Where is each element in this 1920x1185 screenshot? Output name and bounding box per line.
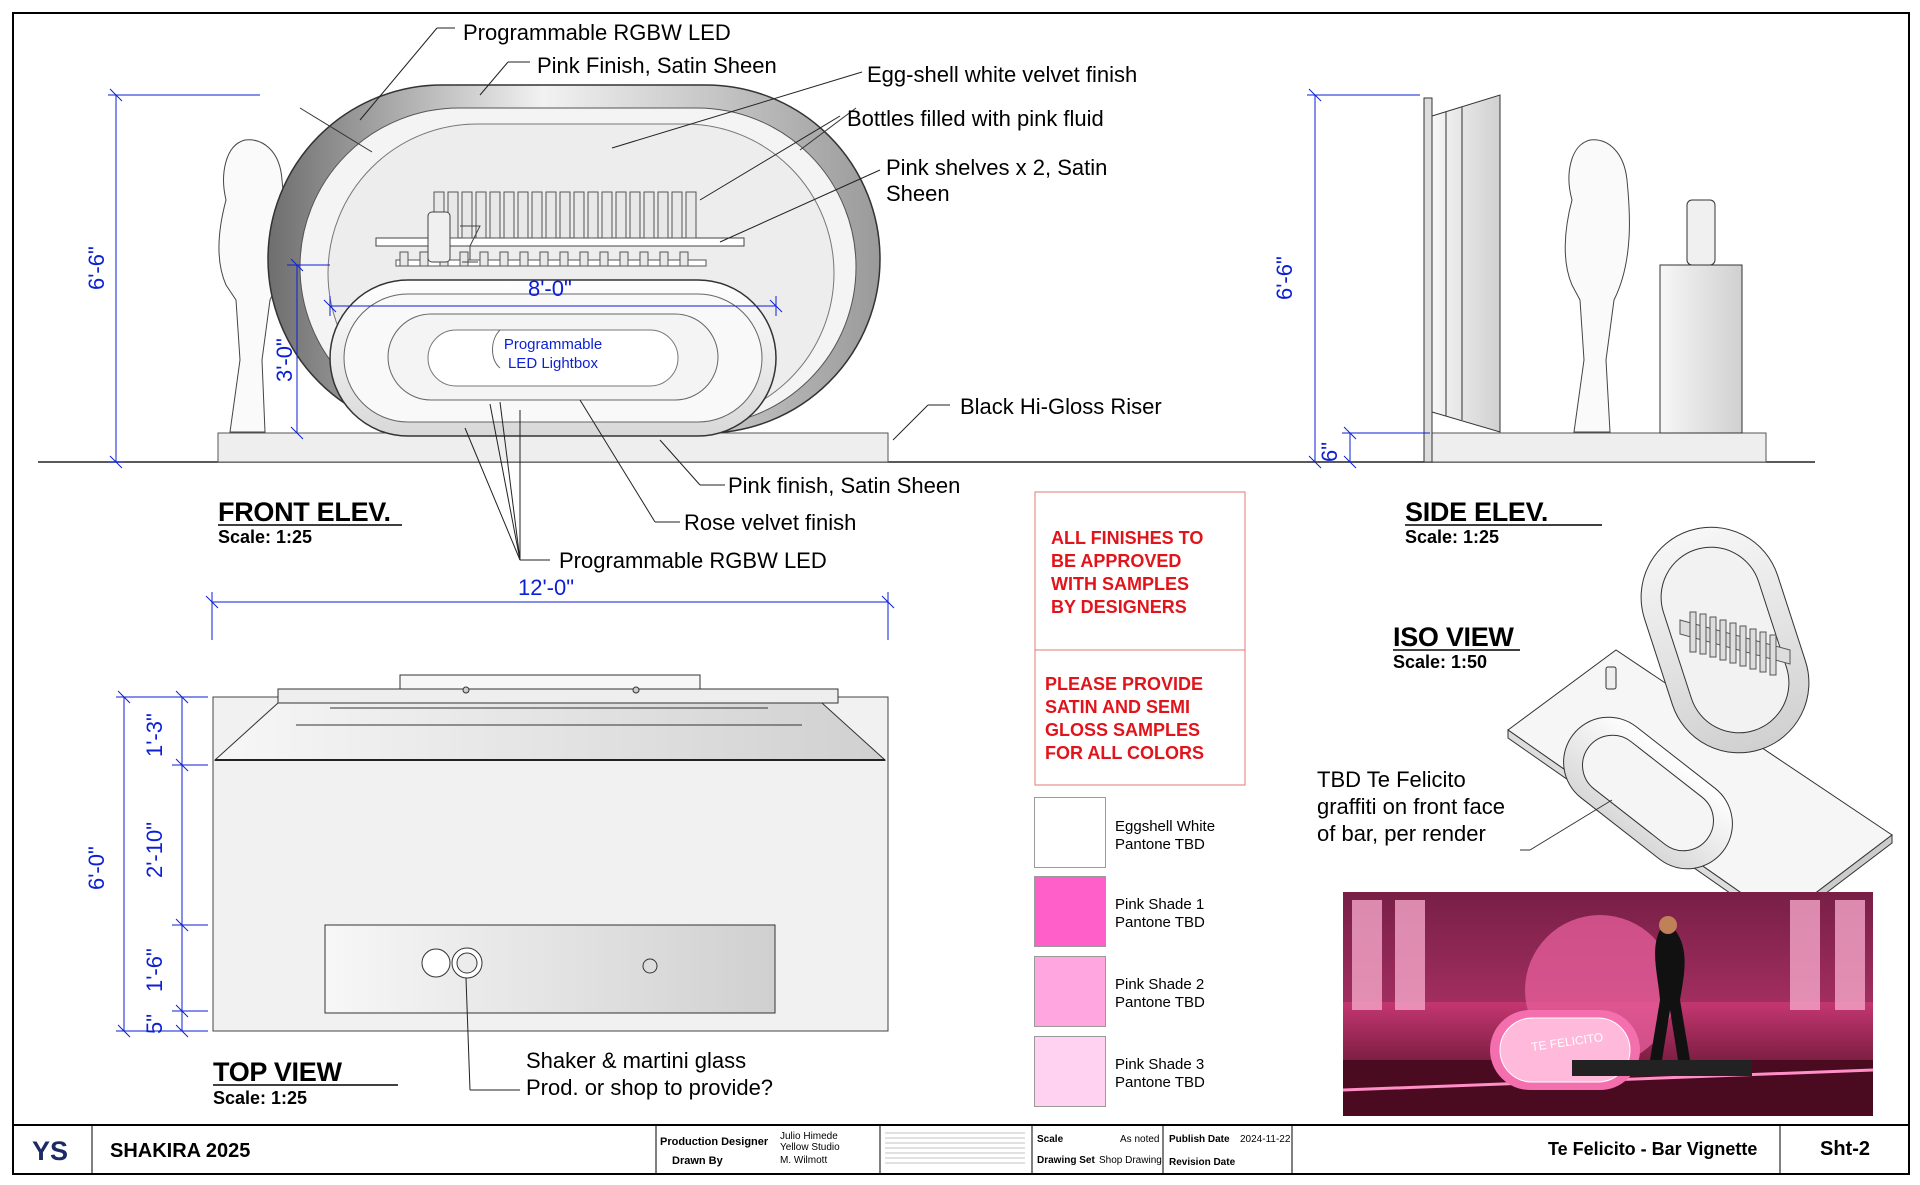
sheet-title: Te Felicito - Bar Vignette (1548, 1139, 1758, 1159)
swatch-eggshell-white (1034, 797, 1106, 868)
iso-view-scale: Scale: 1:50 (1393, 652, 1488, 672)
publish-date-label: Publish Date (1169, 1134, 1230, 1145)
sheet-number: Sht-2 (1820, 1138, 1870, 1160)
production-designer-name: Julio Himede (780, 1131, 838, 1142)
dim-side-height: 6'-6" (1272, 256, 1297, 300)
dim-top-d2: 2'-10" (142, 821, 167, 878)
dim-top-depth: 6'-0" (84, 846, 109, 890)
callout-pink-finish-bottom: Pink finish, Satin Sheen (728, 473, 961, 498)
iso-view-drawing (1507, 526, 1893, 930)
production-designer-label: Production Designer (660, 1136, 769, 1148)
iso-note-line1: TBD Te Felicito (1317, 767, 1466, 792)
dim-top-d1: 1'-3" (142, 713, 167, 757)
side-elev-title: SIDE ELEV. (1405, 497, 1549, 527)
callout-eggshell-velvet: Egg-shell white velvet finish (867, 62, 1138, 87)
lightbox-label: Programmable LED Lightbox (498, 335, 608, 373)
dim-overall-width: 12'-0" (518, 575, 575, 600)
top-callout-line1: Shaker & martini glass (526, 1048, 747, 1073)
swatch-pink-shade-2 (1034, 956, 1106, 1027)
drawn-by-name: M. Wilmott (780, 1155, 828, 1166)
lightbox-label-line2: LED Lightbox (507, 355, 599, 372)
swatch-name: Pink Shade 2 (1115, 976, 1205, 993)
studio-name: Yellow Studio (780, 1142, 840, 1153)
swatch-name: Eggshell White (1115, 818, 1216, 835)
iso-note-line2: graffiti on front face (1317, 794, 1505, 819)
dim-bar-height: 3'-0" (272, 338, 297, 382)
dim-top-d4: 5" (142, 1013, 167, 1034)
title-underlines (213, 524, 1602, 1086)
note2-line2: SATIN AND SEMI (1045, 697, 1191, 717)
top-view-drawing (212, 674, 889, 1032)
callout-rgbw-led-top: Programmable RGBW LED (463, 20, 731, 45)
callout-pink-shelves: Pink shelves x 2, Satin Sheen (886, 155, 1108, 206)
front-elev-title: FRONT ELEV. (218, 497, 391, 527)
callout-pink-finish: Pink Finish, Satin Sheen (537, 53, 777, 78)
note1-line3: WITH SAMPLES (1051, 574, 1189, 594)
side-elev-scale: Scale: 1:25 (1405, 527, 1500, 547)
callout-rgbw-led-bottom: Programmable RGBW LED (559, 548, 827, 573)
dim-side-riser: 6" (1317, 441, 1342, 462)
callout-bottles: Bottles filled with pink fluid (847, 106, 1104, 131)
note2-line4: FOR ALL COLORS (1045, 743, 1204, 763)
note2-line1: PLEASE PROVIDE (1045, 674, 1204, 694)
dim-bar-width: 8'-0" (528, 276, 572, 301)
swatch-code: Pantone TBD (1115, 1074, 1205, 1091)
front-elev-scale: Scale: 1:25 (218, 527, 313, 547)
note1-line4: BY DESIGNERS (1051, 597, 1187, 617)
publish-date: 2024-11-22 (1240, 1134, 1291, 1145)
callout-rose-velvet: Rose velvet finish (684, 510, 857, 535)
scale-label: Scale (1037, 1134, 1064, 1145)
iso-note-line3: of bar, per render (1317, 821, 1486, 846)
top-view-scale: Scale: 1:25 (213, 1088, 308, 1108)
side-elevation-drawing (1423, 94, 1767, 463)
callout-black-riser: Black Hi-Gloss Riser (960, 394, 1162, 419)
top-callout-line2: Prod. or shop to provide? (526, 1075, 774, 1100)
swatch-code: Pantone TBD (1115, 914, 1205, 931)
title-block (12, 1124, 1910, 1173)
drawn-by-label: Drawn By (672, 1155, 723, 1167)
top-view-title: TOP VIEW (213, 1057, 342, 1087)
dim-top-d3: 1'-6" (142, 948, 167, 992)
front-leaders (359, 27, 950, 561)
side-dimensions (1307, 88, 1430, 469)
note-box-borders (1034, 491, 1246, 786)
project-name: SHAKIRA 2025 (110, 1140, 251, 1162)
lightbox-label-line1: Programmable (503, 336, 603, 353)
dim-front-height: 6'-6" (84, 246, 109, 290)
note2-line3: GLOSS SAMPLES (1045, 720, 1201, 740)
swatch-code: Pantone TBD (1115, 836, 1205, 853)
swatch-code: Pantone TBD (1115, 994, 1205, 1011)
front-elevation-drawing (38, 84, 1815, 463)
note1-line1: ALL FINISHES TO (1051, 528, 1204, 548)
drawing-set-value: Shop Drawing (1099, 1155, 1162, 1166)
swatch-name: Pink Shade 1 (1115, 896, 1205, 913)
note-provide-samples: PLEASE PROVIDE SATIN AND SEMI GLOSS SAMP… (1045, 673, 1204, 765)
drawing-set-label: Drawing Set (1037, 1155, 1095, 1166)
revision-date-label: Revision Date (1169, 1157, 1236, 1168)
note-finishes-approval: ALL FINISHES TO BE APPROVED WITH SAMPLES… (1051, 527, 1203, 619)
render-image (1342, 892, 1874, 1116)
iso-view-title: ISO VIEW (1393, 622, 1514, 652)
front-dimensions (108, 88, 895, 640)
scale-value: As noted (1120, 1134, 1160, 1145)
studio-logo: YS (32, 1136, 69, 1166)
drawing-sheet (12, 12, 1910, 1175)
top-leader (465, 977, 520, 1091)
top-dimensions (116, 690, 208, 1038)
swatch-name: Pink Shade 3 (1115, 1056, 1205, 1073)
swatch-pink-shade-1 (1034, 876, 1106, 947)
swatch-pink-shade-3 (1034, 1036, 1106, 1107)
note1-line2: BE APPROVED (1051, 551, 1182, 571)
